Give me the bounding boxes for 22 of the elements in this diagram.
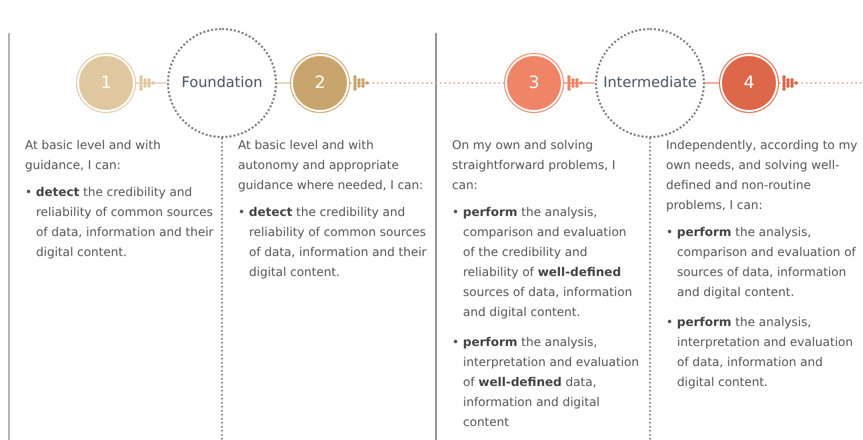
level-circle: 3	[507, 56, 561, 110]
connector-line	[277, 82, 290, 84]
level-description: At basic level and with guidance, I can:	[25, 137, 162, 174]
level-circle: 4	[722, 56, 776, 110]
connector-line	[564, 75, 595, 91]
connector-line	[705, 82, 719, 84]
connector-line	[779, 75, 863, 91]
level-circle: 2	[293, 56, 347, 110]
bullet-item: • perform the analysis, interpretation and evaluation of well-defined data, information and digital content	[452, 334, 640, 431]
level-description: At basic level and with autonomy and appropriate guidance where needed, I can:	[238, 137, 424, 194]
stage-circle: Foundation	[167, 28, 277, 138]
bullet-item: • perform the analysis, comparison and evaluation of the credibility and reliability of well-defined sources of data, information and digital content.	[452, 204, 634, 321]
level-description: Independently, according to my own needs, and solving well-defined and non-routine problems, I can:	[666, 137, 858, 214]
connector-line	[350, 75, 504, 91]
level-description: On my own and solving straightforward problems, I can:	[452, 137, 616, 194]
bullet-item: • perform the analysis, comparison and evaluation of sources of data, information and digital content.	[666, 224, 857, 301]
bullet-item: • detect the credibility and reliability of common sources of data, information and their digital content.	[238, 204, 428, 281]
connector-line	[136, 75, 167, 91]
level-circle: 1	[79, 56, 133, 110]
bullet-item: • perform the analysis, interpretation and evaluation of data, information and digital content.	[666, 314, 854, 391]
bullet-item: • detect the credibility and reliability of common sources of data, information and their digital content.	[25, 184, 214, 261]
stage-circle: Intermediate	[595, 28, 705, 138]
